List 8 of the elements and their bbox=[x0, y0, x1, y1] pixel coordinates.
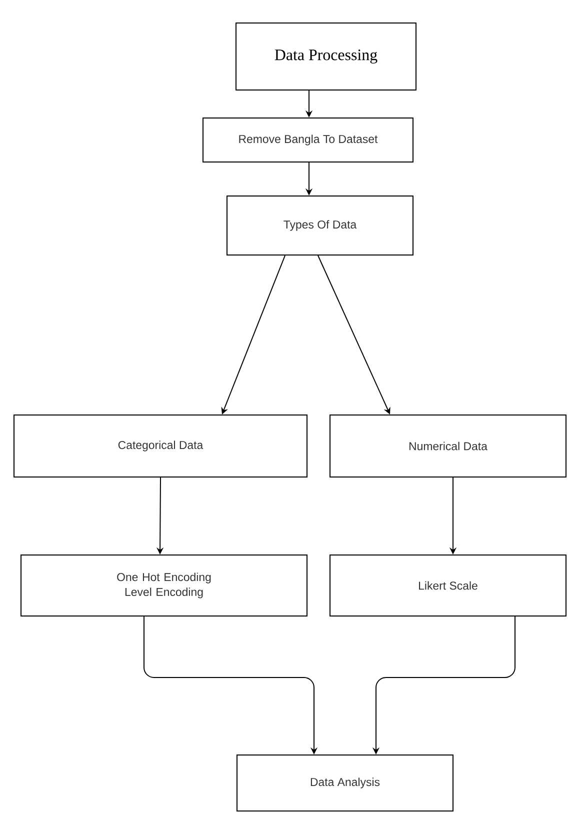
process-box: Remove Bangla To Dataset bbox=[202, 118, 414, 162]
process-box: Types Of Data bbox=[226, 196, 414, 256]
process-box: Numerical Data bbox=[330, 414, 566, 478]
process-box: Categorical Data bbox=[14, 414, 308, 478]
process-box: One Hot Encoding Level Encoding bbox=[20, 554, 308, 616]
process-box: Data Analysis bbox=[236, 754, 454, 812]
process-box: Data Processing bbox=[236, 22, 416, 90]
process-box: Likert Scale bbox=[330, 554, 566, 616]
